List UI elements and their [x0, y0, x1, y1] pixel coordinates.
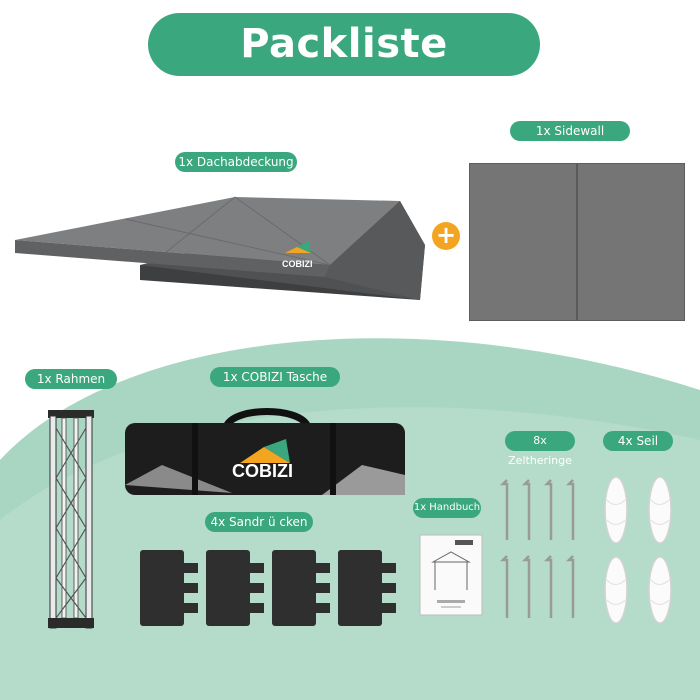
label-sandbags: 4x Sandr ü cken: [205, 512, 313, 532]
label-roof: 1x Dachabdeckung: [175, 152, 297, 172]
sandbags-image: [140, 550, 396, 626]
svg-text:COBIZI: COBIZI: [282, 259, 313, 269]
label-frame: 1x Rahmen: [25, 369, 117, 389]
label-sidewall: 1x Sidewall: [510, 121, 630, 141]
label-pegs: 8x Zeltheringe: [505, 431, 575, 467]
canopy-roof-image: COBIZI: [15, 196, 425, 300]
frame-image: [48, 410, 94, 629]
svg-text:COBIZI: COBIZI: [232, 461, 293, 481]
label-bag: 1x COBIZI Tasche: [210, 367, 340, 387]
page-title: Packliste: [148, 13, 540, 76]
carry-bag-image: COBIZI: [125, 408, 405, 495]
label-ropes: 4x Seil: [603, 431, 673, 451]
manual-image: [419, 534, 483, 616]
label-manual: 1x Handbuch: [413, 498, 481, 518]
ropes-image: [604, 476, 672, 624]
plus-icon: +: [432, 222, 460, 250]
tent-pegs-image: [499, 479, 575, 618]
sidewall-image: [469, 163, 685, 321]
